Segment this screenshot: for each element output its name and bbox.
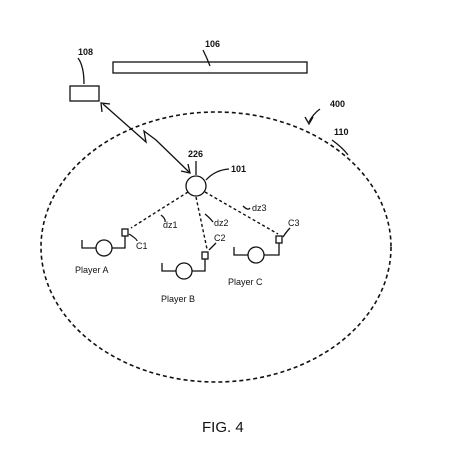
leader-line-c1 bbox=[128, 233, 138, 242]
leader-line-101 bbox=[205, 168, 230, 181]
wireless-arrowhead-bottom bbox=[180, 163, 191, 174]
leader-line-110 bbox=[331, 139, 349, 156]
wireless-link bbox=[102, 103, 190, 173]
player-c-figure bbox=[233, 235, 283, 264]
controller-label-c1: C1 bbox=[136, 241, 148, 251]
controller-label-c2: C2 bbox=[214, 233, 226, 243]
controller-c1-icon bbox=[121, 228, 129, 237]
leader-line-106 bbox=[202, 49, 211, 67]
leader-arrow-400 bbox=[308, 108, 321, 123]
leader-line-c3 bbox=[282, 227, 291, 238]
ref-label-400: 400 bbox=[330, 99, 345, 109]
central-device bbox=[185, 175, 207, 197]
controller-c2-icon bbox=[201, 251, 209, 260]
player-a-figure bbox=[81, 228, 129, 257]
leader-line-dz3 bbox=[242, 205, 251, 210]
player-label-b: Player B bbox=[161, 294, 195, 304]
player-label-a: Player A bbox=[75, 265, 109, 275]
leader-line-108 bbox=[77, 57, 85, 85]
leader-arrowhead-400 bbox=[304, 116, 314, 126]
ref-label-226: 226 bbox=[188, 149, 203, 159]
player-b-figure bbox=[161, 251, 209, 280]
monitor-bar bbox=[112, 61, 308, 74]
distance-label-dz1: dz1 bbox=[163, 220, 178, 230]
controller-c3-icon bbox=[275, 235, 283, 244]
leader-line-c2 bbox=[208, 242, 217, 251]
wireless-arrowhead-top bbox=[100, 102, 111, 113]
controller-label-c3: C3 bbox=[288, 218, 300, 228]
leader-line-dz2 bbox=[204, 213, 214, 223]
distance-line-dz2 bbox=[195, 196, 208, 250]
controller-box bbox=[69, 85, 100, 102]
player-label-c: Player C bbox=[228, 277, 263, 287]
ref-label-108: 108 bbox=[78, 47, 93, 57]
distance-label-dz2: dz2 bbox=[214, 218, 229, 228]
distance-line-dz1 bbox=[130, 191, 189, 229]
play-field-boundary bbox=[40, 111, 392, 383]
figure-caption: FIG. 4 bbox=[202, 419, 244, 436]
ref-label-110: 110 bbox=[334, 127, 349, 137]
ref-label-106: 106 bbox=[205, 39, 220, 49]
ref-label-101: 101 bbox=[231, 164, 246, 174]
leader-line-dz1 bbox=[160, 214, 166, 223]
distance-label-dz3: dz3 bbox=[252, 203, 267, 213]
